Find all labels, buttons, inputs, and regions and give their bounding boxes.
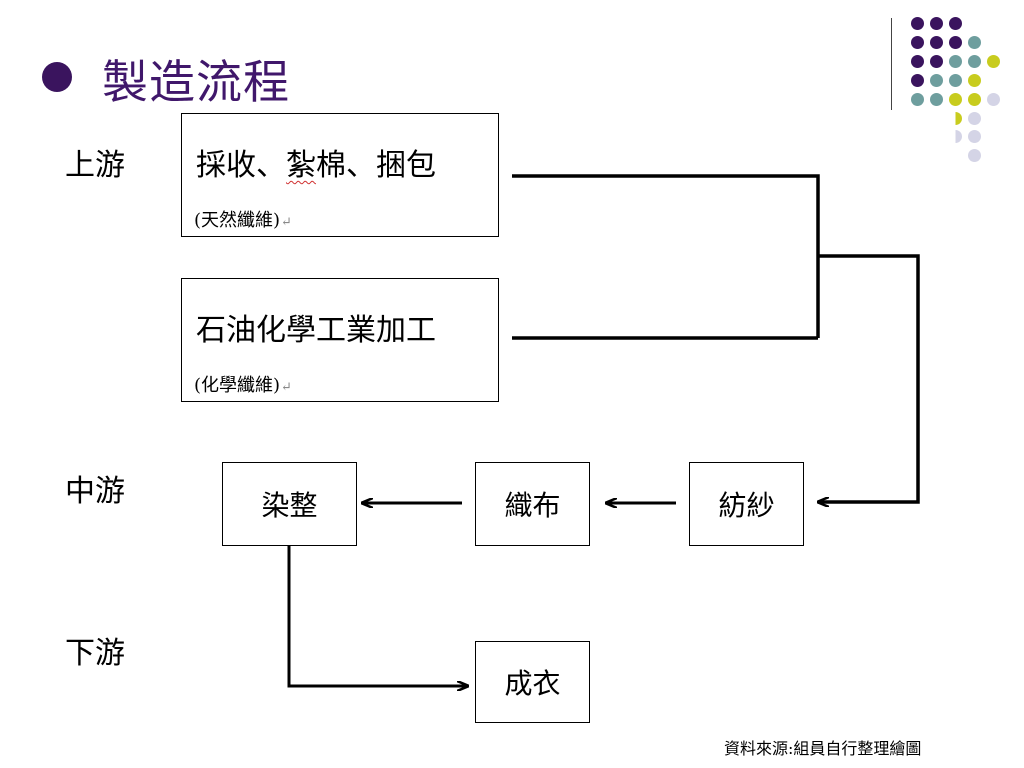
dot <box>949 74 962 87</box>
dot <box>911 74 924 87</box>
dot <box>911 55 924 68</box>
node-dyeing-label: 染整 <box>261 489 318 522</box>
dot <box>930 74 943 87</box>
text-segment: 棉、捆包 <box>316 148 436 183</box>
dot <box>949 17 962 30</box>
paragraph-return-icon: ↵ <box>281 380 292 395</box>
dot <box>955 130 962 143</box>
subtitle-text: (天然纖維) <box>194 210 281 231</box>
node-weaving: 織布 <box>475 462 590 546</box>
stage-label-midstream: 中游 <box>65 474 125 509</box>
slide-title: 製造流程 <box>102 55 290 109</box>
stage-label-upstream: 上游 <box>65 148 125 183</box>
dot <box>930 93 943 106</box>
stage-label-downstream: 下游 <box>65 636 125 671</box>
node-chemical-fiber: 石油化學工業加工 (化學纖維)↵ <box>181 278 499 402</box>
node-weaving-label: 織布 <box>504 489 561 522</box>
dot <box>911 17 924 30</box>
dot <box>987 93 1000 106</box>
dot <box>930 55 943 68</box>
node-dyeing: 染整 <box>222 462 357 546</box>
dot <box>968 149 981 162</box>
dot <box>949 55 962 68</box>
title-bullet <box>42 62 72 92</box>
dot <box>968 55 981 68</box>
dot <box>968 74 981 87</box>
dot <box>930 36 943 49</box>
spell-check-underline: 紮 <box>286 148 316 183</box>
connector-merge-to-spinning <box>818 254 920 502</box>
node-chemical-fiber-title: 石油化學工業加工 <box>196 313 436 348</box>
node-spinning-label: 紡紗 <box>718 489 775 522</box>
dot <box>930 17 943 30</box>
paragraph-return-icon: ↵ <box>281 215 292 230</box>
node-chemical-fiber-subtitle: (化學纖維)↵ <box>194 371 292 397</box>
dot <box>949 36 962 49</box>
text-segment: 採收、 <box>196 148 286 183</box>
decorative-divider <box>891 18 892 110</box>
dot <box>987 55 1000 68</box>
dot <box>968 112 981 125</box>
dot <box>949 93 962 106</box>
node-natural-fiber-title: 採收、紮棉、捆包 <box>196 140 436 184</box>
node-garment: 成衣 <box>475 641 590 723</box>
dot <box>968 130 981 143</box>
dot <box>968 36 981 49</box>
subtitle-text: (化學纖維) <box>194 375 281 396</box>
node-garment-label: 成衣 <box>504 667 561 700</box>
dot <box>911 93 924 106</box>
node-spinning: 紡紗 <box>689 462 804 546</box>
arrow-dyeing-to-garment <box>287 545 468 686</box>
node-natural-fiber-subtitle: (天然纖維)↵ <box>194 206 292 232</box>
dot <box>968 93 981 106</box>
dot <box>955 112 962 125</box>
connector-natural-to-merge <box>512 174 820 338</box>
source-note: 資料來源:組員自行整理繪圖 <box>724 739 922 758</box>
node-natural-fiber: 採收、紮棉、捆包 (天然纖維)↵ <box>181 113 499 237</box>
dot <box>911 36 924 49</box>
